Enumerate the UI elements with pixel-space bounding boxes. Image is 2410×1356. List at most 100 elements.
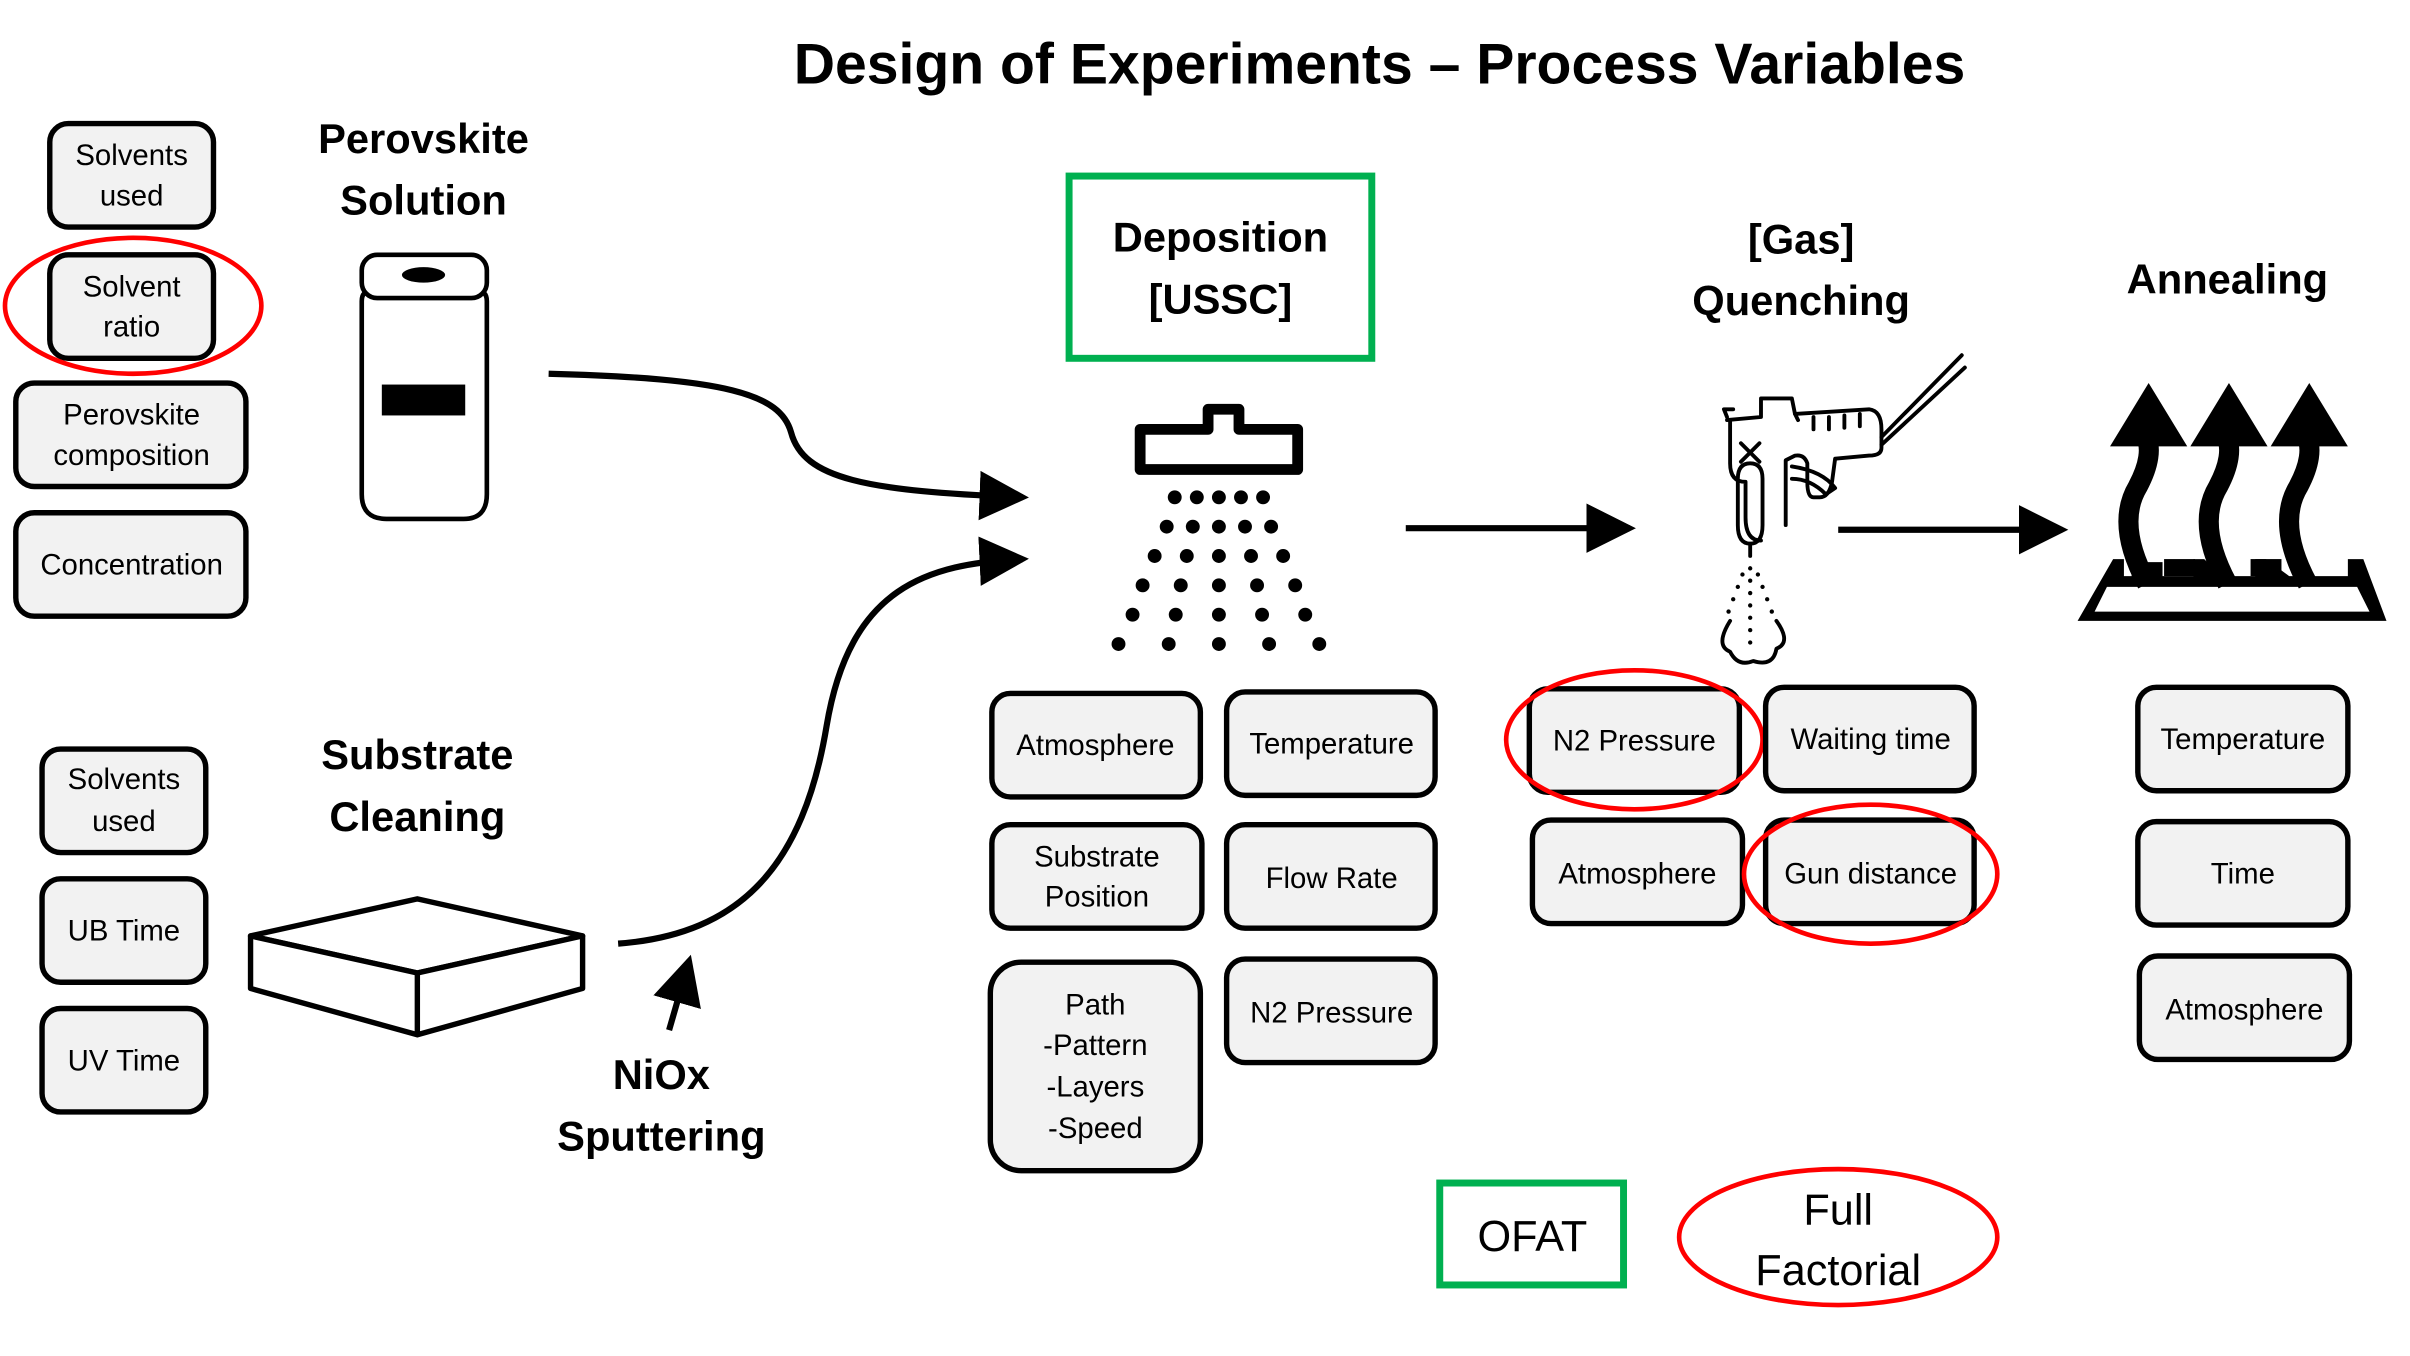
variable-box: Perovskite composition (13, 380, 249, 490)
substrate-variables: Solvents used UB Time UV Time (39, 746, 209, 1115)
annealing-variables: Temperature Time Atmosphere (2135, 684, 2353, 1063)
variable-label: Atmosphere (1016, 729, 1174, 762)
variable-box: Temperature (1223, 689, 1438, 799)
spray-dot (1250, 578, 1264, 593)
variable-label: Atmosphere (1558, 857, 1716, 890)
variable-label: composition (53, 439, 209, 472)
spray-dot (1244, 549, 1258, 563)
stage-heading-deposition: Deposition (1113, 214, 1328, 261)
spray-dot (1234, 490, 1248, 505)
variable-box: Substrate Position (989, 822, 1205, 931)
spray-dot (1211, 519, 1226, 534)
variable-label: UB Time (68, 915, 180, 948)
full-factorial-marker (1503, 667, 1765, 812)
perovskite-variables: Solvents used Solvent ratio Perovskite c… (2, 120, 264, 619)
spray-gun-icon (1720, 353, 1967, 665)
full-factorial-marker (2, 235, 264, 377)
spray-dot (1161, 637, 1176, 651)
vial-icon (359, 252, 490, 522)
spray-dot (1125, 607, 1140, 622)
variable-label: Time (2211, 857, 2275, 890)
heat-arrows-icon (2077, 559, 2387, 621)
spray-nozzle-icon (1111, 403, 1327, 651)
variable-label: Gun distance (1784, 857, 1957, 890)
spray-dot (1135, 578, 1150, 593)
variable-label: Path (1065, 989, 1125, 1022)
variable-label: Temperature (2161, 723, 2326, 756)
spray-dot (1189, 490, 1204, 505)
variable-box: N2 Pressure (1223, 956, 1438, 1066)
variable-box: N2 Pressure (1503, 667, 1765, 812)
page-title: Design of Experiments – Process Variable… (794, 32, 1966, 96)
variable-label: Solvent (83, 271, 181, 304)
stage-heading-quenching: Quenching (1692, 277, 1910, 324)
variable-box: Waiting time (1762, 684, 1977, 794)
niox-label: Sputtering (557, 1113, 765, 1160)
ofat-marker (1065, 172, 1376, 362)
spray-dot (1159, 519, 1174, 534)
spray-dot (1168, 607, 1183, 622)
heat-arrow-heads (2110, 383, 2348, 447)
legend-full-factorial-label: Factorial (1755, 1247, 1921, 1295)
spray-dot (1262, 637, 1277, 651)
spray-dot (1211, 607, 1226, 622)
variable-label: -Layers (1046, 1071, 1144, 1104)
spray-dot (1238, 519, 1252, 534)
variable-label: -Speed (1048, 1112, 1143, 1145)
spray-dot (1211, 490, 1226, 505)
heat-arrows-icon (2118, 436, 2320, 589)
variable-label: -Pattern (1043, 1029, 1147, 1062)
variable-box: Time (2135, 818, 2351, 928)
variable-box: Flow Rate (1223, 822, 1438, 931)
legend-full-factorial-label: Full (1803, 1187, 1873, 1235)
niox-arrow (653, 954, 701, 1031)
legend: OFAT Full Factorial (1436, 1166, 2000, 1308)
variable-label: Temperature (1249, 728, 1414, 761)
spray-dot (1185, 519, 1200, 534)
variable-box: Temperature (2135, 684, 2351, 794)
variable-label: N2 Pressure (1553, 725, 1716, 758)
full-factorial-marker (1741, 802, 2000, 946)
legend-ofat-label: OFAT (1478, 1213, 1588, 1261)
flow-arrow (617, 536, 1029, 947)
legend-ofat-marker (1436, 1179, 1628, 1289)
variable-label: Position (1045, 881, 1149, 914)
stage-heading-annealing: Annealing (2127, 255, 2329, 302)
variable-box: UB Time (39, 876, 209, 985)
variable-box: Gun distance (1741, 802, 2000, 946)
stage-heading-quenching: [Gas] (1748, 215, 1855, 262)
niox-label: NiOx (613, 1051, 710, 1098)
legend-full-factorial-marker (1676, 1166, 2000, 1308)
variable-label: N2 Pressure (1250, 996, 1413, 1029)
variable-box: Concentration (13, 510, 249, 619)
variable-label: Substrate (1034, 840, 1160, 873)
variable-label: used (100, 179, 164, 212)
spray-dot (1179, 549, 1194, 563)
stage-heading-deposition: [USSC] (1149, 276, 1293, 323)
deposition-variables: Atmosphere Temperature Substrate Positio… (987, 689, 1438, 1174)
variable-label: Concentration (40, 549, 223, 582)
variable-label: Waiting time (1791, 723, 1951, 756)
stage-heading-perovskite: Solution (340, 177, 507, 224)
spray-dot (1211, 578, 1226, 593)
variable-label: Solvents (75, 139, 188, 172)
spray-dot (1211, 549, 1226, 563)
variable-label: Perovskite (63, 399, 200, 432)
variable-box: Solvent ratio (2, 235, 264, 377)
spray-dot (1256, 490, 1271, 505)
variable-label: Solvents (68, 763, 181, 796)
spray-dot (1111, 637, 1126, 651)
stage-heading-perovskite: Perovskite (318, 115, 529, 162)
spray-dot (1147, 549, 1162, 563)
variable-label: ratio (103, 311, 160, 344)
substrate-block-icon (247, 896, 586, 1038)
spray-dot (1276, 549, 1291, 563)
variable-label: UV Time (68, 1044, 180, 1077)
variable-box: Solvents used (39, 746, 209, 856)
spray-dot (1255, 607, 1270, 622)
stage-heading-substrate: Substrate (321, 731, 513, 778)
spray-dot (1173, 578, 1188, 593)
spray-dot (1312, 637, 1327, 651)
variable-box: UV Time (39, 1005, 209, 1115)
